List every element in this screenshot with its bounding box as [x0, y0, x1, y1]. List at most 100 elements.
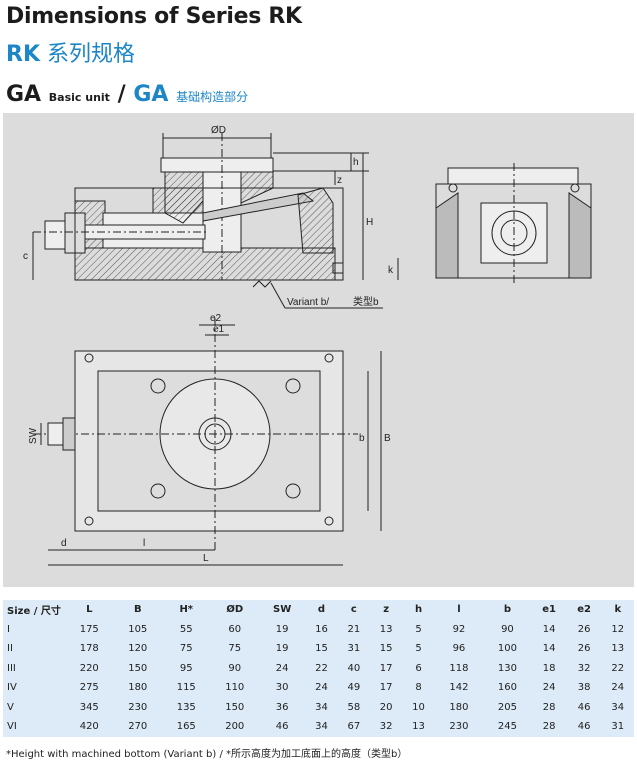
label-e2: e2	[210, 313, 222, 324]
table-cell: 24	[542, 682, 556, 694]
table-cell-size: II	[7, 643, 13, 655]
table-cell: 31	[611, 721, 625, 733]
table-cell: 24	[315, 682, 328, 694]
table-cell: 46	[577, 721, 591, 733]
table-cell: 178	[79, 643, 99, 655]
section-label-cn: 基础构造部分	[176, 90, 249, 104]
subtitle-code: RK	[6, 42, 40, 67]
table-cell: 58	[347, 701, 361, 713]
label-variant-cn: 类型b	[353, 295, 379, 308]
table-cell: 16	[315, 623, 328, 635]
header-H: H*	[179, 604, 194, 616]
subtitle-cn: 系列规格	[47, 42, 136, 67]
label-e1: e1	[213, 324, 225, 335]
table-cell: 19	[275, 623, 289, 635]
table-cell: 175	[79, 623, 99, 635]
page-subtitle: RK 系列规格	[6, 36, 135, 68]
header-k: k	[614, 604, 622, 616]
header-dia-d: ØD	[226, 604, 244, 616]
section-heading: GA Basic unit / GA 基础构造部分	[6, 82, 248, 107]
table-cell-size: VI	[7, 721, 17, 733]
table-cell: 67	[347, 721, 361, 733]
table-cell: 24	[275, 662, 289, 674]
table-cell: 90	[501, 623, 514, 635]
table-cell: 24	[611, 682, 625, 694]
table-cell: 200	[225, 721, 245, 733]
table-cell: 13	[379, 623, 393, 635]
table-cell: 14	[542, 643, 556, 655]
label-H: H	[366, 217, 373, 228]
table-cell: 345	[79, 701, 99, 713]
table-cell: 55	[179, 623, 193, 635]
section-code-cn: GA	[133, 82, 169, 107]
dimension-table: Size / 尺寸 L B H* ØD SW d c z h l b e1 e2…	[3, 600, 634, 737]
table-cell: 96	[452, 643, 466, 655]
table-cell: 90	[228, 662, 242, 674]
table-cell: 165	[176, 721, 196, 733]
table-cell: 26	[577, 643, 591, 655]
technical-drawing: ØD h z H c Variant b/ 类型b	[3, 113, 634, 587]
table-cell: 120	[128, 643, 148, 655]
label-l: l	[143, 538, 145, 549]
table-cell: 17	[379, 682, 393, 694]
section-slash: /	[117, 82, 126, 107]
table-cell: 270	[128, 721, 148, 733]
table-cell: 100	[497, 643, 517, 655]
table-cell-size: I	[7, 623, 10, 635]
table-cell-size: III	[7, 662, 16, 674]
table-cell: 34	[611, 701, 625, 713]
table-cell: 130	[497, 662, 517, 674]
table-cell: 5	[415, 643, 422, 655]
table-cell: 118	[449, 662, 469, 674]
table-cell: 26	[577, 623, 591, 635]
table-cell: 160	[497, 682, 517, 694]
table-cell: 180	[449, 701, 469, 713]
section-code: GA	[6, 82, 42, 107]
label-b: b	[359, 433, 365, 444]
header-d: d	[317, 604, 326, 616]
table-cell: 20	[379, 701, 393, 713]
table-cell: 22	[611, 662, 625, 674]
plan-view: e2 e1 SW b B d l L	[28, 313, 391, 566]
table-cell: 49	[347, 682, 361, 694]
table-cell: 17	[379, 662, 393, 674]
table-cell: 60	[228, 623, 242, 635]
label-sw: SW	[28, 427, 39, 444]
header-B: B	[133, 604, 142, 616]
table-cell: 38	[577, 682, 591, 694]
header-L: L	[86, 604, 93, 616]
drawing-svg: ØD h z H c Variant b/ 类型b	[23, 125, 592, 566]
label-c: c	[23, 251, 28, 262]
table-cell: 92	[452, 623, 466, 635]
label-d: d	[61, 538, 67, 549]
table-cell: 75	[179, 643, 193, 655]
header-c: c	[350, 604, 357, 616]
table-cell-size: IV	[7, 682, 17, 694]
table-cell: 13	[611, 643, 625, 655]
table-cell: 115	[176, 682, 196, 694]
label-k: k	[388, 265, 394, 276]
table-cell: 75	[228, 643, 242, 655]
table-cell: 230	[128, 701, 148, 713]
label-z: z	[337, 175, 342, 186]
label-L: L	[203, 553, 209, 564]
label-B: B	[384, 433, 391, 444]
table-cell: 275	[79, 682, 99, 694]
table-cell: 32	[379, 721, 393, 733]
table-cell: 180	[128, 682, 148, 694]
table-cell: 150	[128, 662, 148, 674]
table-cell: 14	[542, 623, 556, 635]
table-cell: 31	[347, 643, 361, 655]
table-cell: 40	[347, 662, 361, 674]
table-cell: 105	[128, 623, 148, 635]
table-cell: 19	[275, 643, 289, 655]
table-cell: 142	[449, 682, 469, 694]
header-b: b	[503, 604, 512, 616]
table-cell: 10	[412, 701, 425, 713]
side-section-view: ØD h z H c Variant b/ 类型b	[23, 125, 383, 309]
table-cell: 30	[275, 682, 289, 694]
